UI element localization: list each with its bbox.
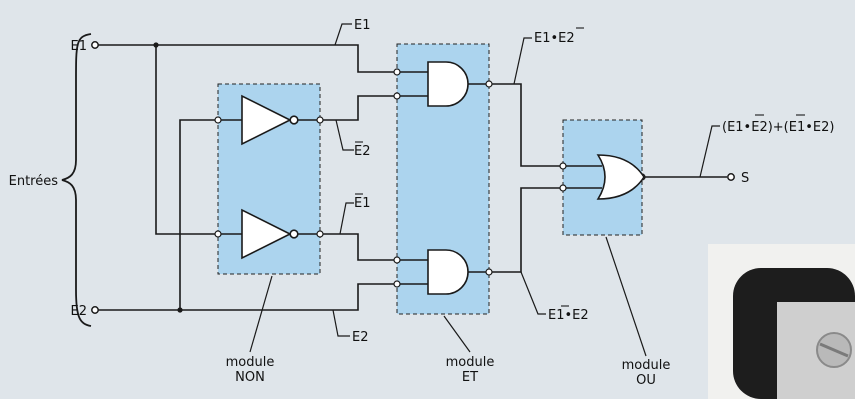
output-expression-label: (E1•E2)+(E1•E2) bbox=[722, 120, 834, 135]
junctions bbox=[153, 42, 183, 313]
module-et-line2: ET bbox=[462, 370, 478, 385]
signal-e1-label: E1 bbox=[354, 18, 371, 33]
overlines bbox=[355, 27, 805, 307]
leader-lines bbox=[249, 23, 720, 357]
device-photo bbox=[708, 244, 855, 399]
module-ou-line2: OU bbox=[636, 373, 656, 388]
e1-terminal bbox=[91, 41, 99, 49]
wire-e2 bbox=[98, 283, 428, 311]
inverter-lower bbox=[241, 208, 299, 260]
leader-e2 bbox=[332, 309, 350, 337]
leader-e1 bbox=[334, 23, 352, 46]
or-gate bbox=[596, 154, 645, 200]
leader-output-expr bbox=[699, 125, 720, 178]
and-gate-upper bbox=[427, 61, 469, 107]
output-s-label: S bbox=[741, 171, 749, 186]
signal-e2-label: E2 bbox=[352, 330, 369, 345]
s-terminal bbox=[727, 173, 735, 181]
wire-not-e1 bbox=[298, 233, 428, 261]
wire-e1 bbox=[98, 44, 428, 73]
e2-terminal bbox=[91, 306, 99, 314]
and-gate-lower bbox=[427, 249, 469, 295]
input-e2-label: E2 bbox=[71, 304, 88, 319]
inverter-upper bbox=[241, 94, 299, 146]
signal-not-e2-label: E2 bbox=[354, 144, 371, 159]
module-non-line2: NON bbox=[235, 370, 265, 385]
wire-not-e2 bbox=[298, 95, 428, 121]
leader-not-e1-and-e2 bbox=[520, 271, 546, 315]
leader-not-e1 bbox=[339, 202, 354, 235]
inputs-brace bbox=[61, 33, 92, 327]
leader-module-non bbox=[249, 275, 273, 353]
signal-not-e1-and-e2-label: E1•E2 bbox=[548, 308, 589, 323]
labels: E1 E2 Entrées E1 E2 E1 E2 E1•E2 E1•E2 (E… bbox=[9, 18, 835, 388]
leader-module-et bbox=[443, 315, 471, 353]
module-et-line1: module bbox=[446, 355, 495, 370]
inputs-group-label: Entrées bbox=[9, 174, 59, 189]
leader-e1-and-not-e2 bbox=[513, 37, 532, 85]
wire-e1-to-inv bbox=[155, 45, 242, 235]
module-non-line1: module bbox=[226, 355, 275, 370]
module-ou-line1: module bbox=[622, 358, 671, 373]
leader-not-e2 bbox=[335, 119, 354, 151]
signal-e1-and-not-e2-label: E1•E2 bbox=[534, 31, 575, 46]
leader-module-ou bbox=[605, 236, 647, 357]
signal-not-e1-label: E1 bbox=[354, 196, 371, 211]
input-e1-label: E1 bbox=[71, 39, 88, 54]
